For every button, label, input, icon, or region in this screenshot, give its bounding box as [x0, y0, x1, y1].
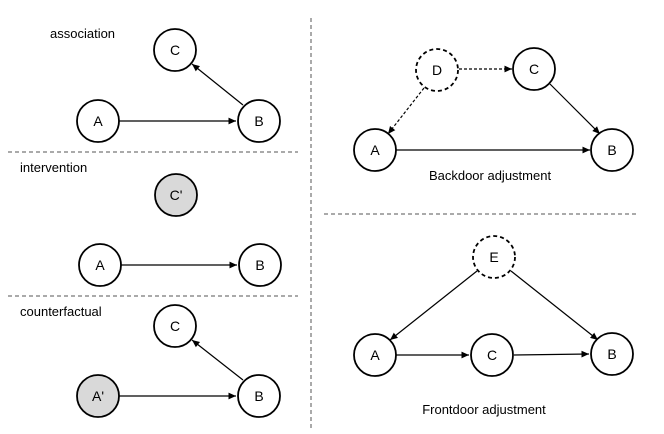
node-b: B — [237, 374, 281, 418]
caption-frontdoor: Frontdoor adjustment — [422, 402, 546, 417]
edge-b-to-c — [191, 63, 244, 106]
svg-text:C: C — [170, 318, 180, 334]
svg-text:B: B — [607, 346, 616, 362]
edge-b-to-c — [191, 339, 244, 381]
node-c: C — [512, 47, 556, 91]
svg-text:A: A — [95, 257, 105, 273]
svg-text:B: B — [255, 257, 264, 273]
edge-e-to-b — [510, 270, 599, 341]
node-c-prime-shaded: C' — [154, 173, 198, 217]
svg-text:B: B — [254, 113, 263, 129]
node-b: B — [590, 332, 634, 376]
node-a: A — [353, 333, 397, 377]
node-e-latent: E — [472, 235, 516, 279]
svg-text:A: A — [370, 142, 380, 158]
svg-text:E: E — [489, 249, 498, 265]
counterfactual-diagram: A' B C — [76, 304, 281, 418]
edge-d-to-a — [387, 87, 425, 135]
node-b: B — [237, 99, 281, 143]
node-a-prime-shaded: A' — [76, 374, 120, 418]
svg-text:C: C — [487, 347, 497, 363]
backdoor-diagram: D C A B Backdoor adjustment — [353, 47, 634, 183]
node-c: C — [153, 28, 197, 72]
intervention-diagram: C' A B — [78, 173, 282, 287]
svg-text:C': C' — [170, 187, 183, 203]
caption-backdoor: Backdoor adjustment — [429, 168, 552, 183]
svg-text:D: D — [432, 62, 442, 78]
frontdoor-diagram: E A C B Frontdoor adjustment — [353, 235, 634, 417]
svg-text:B: B — [254, 388, 263, 404]
svg-text:A': A' — [92, 388, 104, 404]
svg-text:A: A — [93, 113, 103, 129]
node-a: A — [76, 99, 120, 143]
node-b: B — [590, 128, 634, 172]
node-c: C — [470, 333, 514, 377]
svg-text:A: A — [370, 347, 380, 363]
svg-text:C: C — [170, 42, 180, 58]
node-a: A — [78, 243, 122, 287]
section-label-counterfactual: counterfactual — [20, 304, 102, 319]
svg-text:C: C — [529, 61, 539, 77]
edge-c-to-b — [513, 350, 590, 358]
association-diagram: A B C — [76, 28, 281, 143]
section-label-association: association — [50, 26, 115, 41]
node-a: A — [353, 128, 397, 172]
node-d-latent: D — [415, 48, 459, 92]
edge-c-to-b — [549, 83, 601, 135]
node-c: C — [153, 304, 197, 348]
edge-e-to-a — [389, 270, 478, 341]
node-b: B — [238, 243, 282, 287]
svg-text:B: B — [607, 142, 616, 158]
section-label-intervention: intervention — [20, 160, 87, 175]
